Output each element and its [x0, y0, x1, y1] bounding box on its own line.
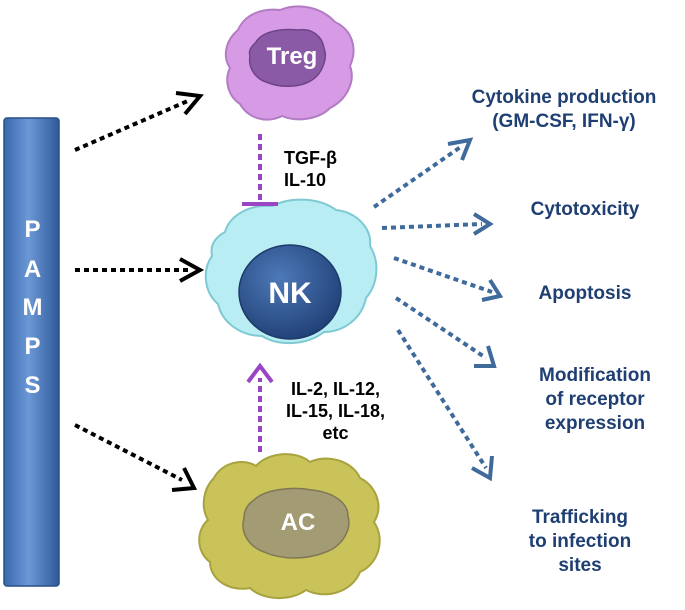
outcome-cytotoxicity: Cytotoxicity	[500, 198, 670, 222]
pamps-to-treg-arrow	[74, 91, 204, 152]
nk-cell	[204, 198, 378, 345]
outcome-line: Modification	[539, 365, 651, 386]
ac-activation-arrow	[246, 362, 274, 452]
outcome-arrow-trafficking	[396, 328, 494, 482]
outcome-apoptosis: Apoptosis	[510, 282, 660, 306]
outcome-line: to infection	[528, 531, 632, 552]
outcome-trafficking: Trafficking to infection sites	[500, 506, 660, 578]
cytokine-label: IL-15, IL-18,	[286, 401, 386, 421]
pamps-letter: P	[24, 216, 41, 243]
pamps-letter: A	[23, 256, 42, 283]
outcome-arrow-cytokine	[372, 137, 474, 209]
outcome-line: expression	[544, 413, 646, 434]
outcome-line: of receptor	[545, 389, 645, 410]
pamps-to-ac-arrow	[74, 423, 198, 492]
pamps-label: P A M P S	[4, 0, 61, 610]
pamps-letter: S	[24, 372, 41, 399]
ac-label: AC	[280, 509, 316, 536]
outcome-line: sites	[558, 555, 602, 576]
outcome-arrow-cytotoxicity	[381, 212, 494, 236]
treg-cell	[224, 5, 355, 121]
pamps-bar	[3, 117, 60, 587]
inhibitory-cytokines: TGF-β IL-10	[284, 147, 337, 191]
outcome-line: (GM-CSF, IFN-γ)	[492, 111, 636, 132]
pamps-to-nk-arrow	[75, 257, 205, 283]
cytokine-label: IL-10	[284, 170, 327, 190]
ac-cell	[198, 453, 381, 600]
cytokine-label: IL-2, IL-12,	[291, 379, 381, 399]
outcome-modification: Modification of receptor expression	[515, 364, 675, 436]
treg-inhibition-arrow	[242, 134, 278, 206]
outcome-line: Trafficking	[531, 507, 629, 528]
treg-label: Treg	[266, 43, 318, 70]
nk-nucleus	[238, 244, 342, 340]
outcome-arrow-modification	[394, 296, 497, 368]
cytokine-label: etc	[322, 423, 349, 443]
activating-cytokines: IL-2, IL-12, IL-15, IL-18, etc	[286, 378, 385, 444]
outcome-line: Cytotoxicity	[530, 199, 640, 220]
pamps-letter: M	[22, 294, 43, 321]
outcome-arrow-apoptosis	[393, 256, 504, 302]
nk-label: NK	[268, 277, 312, 310]
outcome-cytokine-production: Cytokine production (GM-CSF, IFN-γ)	[444, 86, 684, 134]
cytokine-label: TGF-β	[284, 148, 337, 168]
outcome-line: Apoptosis	[538, 283, 632, 304]
outcome-line: Cytokine production	[471, 87, 657, 108]
pamps-letter: P	[24, 333, 41, 360]
